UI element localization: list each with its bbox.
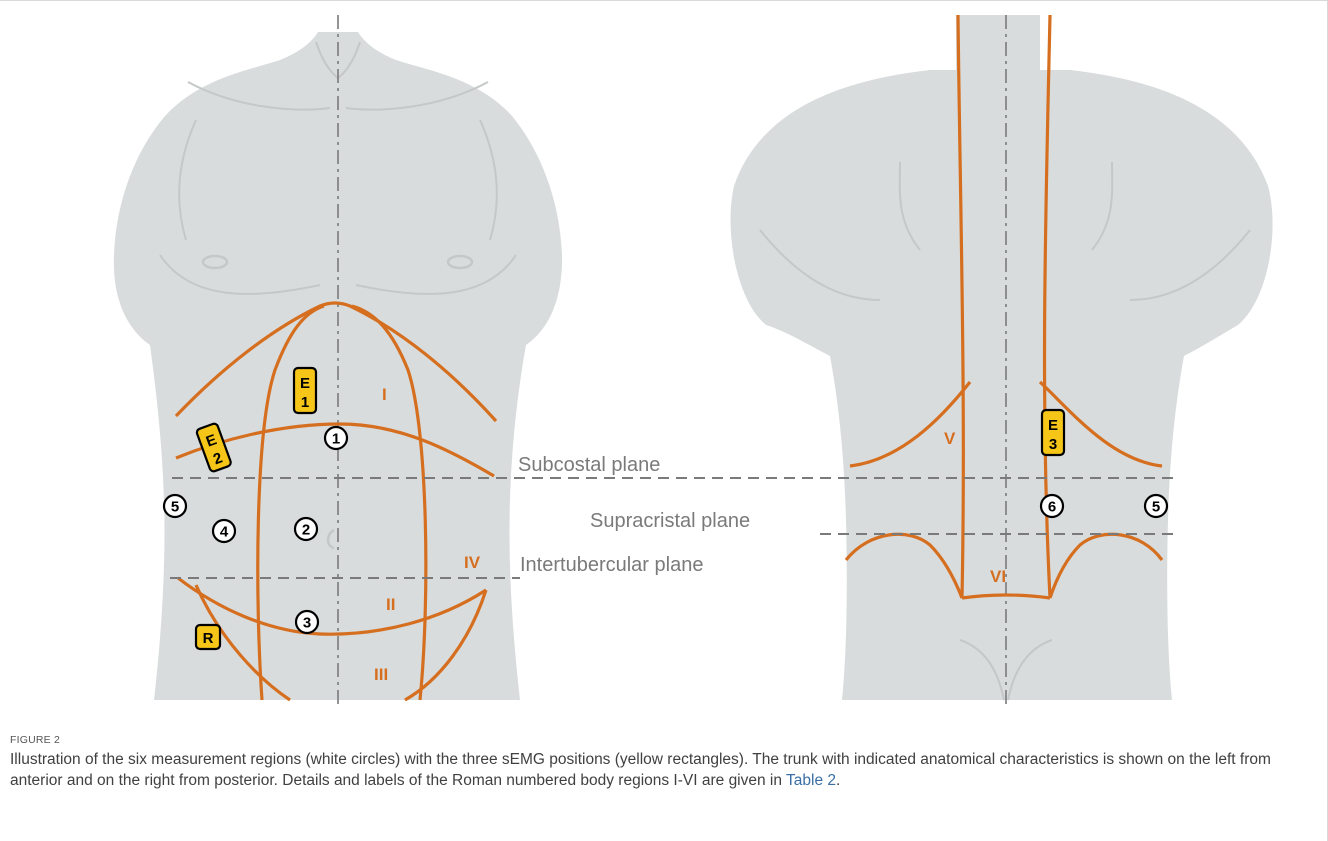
svg-text:3: 3 <box>303 615 311 632</box>
caption-text-end: . <box>836 772 840 789</box>
svg-text:1: 1 <box>332 431 340 448</box>
svg-text:E: E <box>300 375 310 392</box>
region-label-ii: II <box>386 595 395 614</box>
back-torso-silhouette <box>731 15 1273 700</box>
svg-text:5: 5 <box>1152 499 1160 516</box>
svg-text:4: 4 <box>220 524 229 541</box>
svg-text:6: 6 <box>1048 499 1056 516</box>
svg-text:R: R <box>203 630 214 647</box>
electrode-r: R <box>196 625 220 649</box>
region-label-vi: VI <box>990 567 1006 586</box>
svg-text:1: 1 <box>301 394 309 411</box>
measurement-point: 3 <box>296 611 318 633</box>
trunk-diagram: Subcostal plane Supracristal plane Inter… <box>0 0 1328 730</box>
measurement-point: 5 <box>164 495 186 517</box>
region-label-iv: IV <box>464 553 481 572</box>
subcostal-plane-label: Subcostal plane <box>518 454 660 476</box>
measurement-point: 4 <box>213 520 235 542</box>
svg-text:2: 2 <box>302 522 310 539</box>
measurement-point: 2 <box>295 518 317 540</box>
region-label-iii: III <box>374 665 388 684</box>
measurement-point: 6 <box>1041 495 1063 517</box>
measurement-point: 5 <box>1145 495 1167 517</box>
measurement-point: 1 <box>325 427 347 449</box>
supracristal-plane-label: Supracristal plane <box>590 510 750 532</box>
caption-text: Illustration of the six measurement regi… <box>10 749 1310 791</box>
figure-caption: FIGURE 2 Illustration of the six measure… <box>10 734 1310 791</box>
svg-text:3: 3 <box>1049 436 1057 453</box>
electrode-e3: E 3 <box>1042 410 1064 455</box>
electrode-e1: E 1 <box>294 368 316 413</box>
figure-label: FIGURE 2 <box>10 734 1310 746</box>
region-label-v: V <box>944 429 956 448</box>
caption-text-start: Illustration of the six measurement regi… <box>10 751 1271 789</box>
intertubercular-plane-label: Intertubercular plane <box>520 554 703 576</box>
svg-text:E: E <box>1048 417 1058 434</box>
table-2-link[interactable]: Table 2 <box>786 772 836 789</box>
svg-text:5: 5 <box>171 499 179 516</box>
region-label-i: I <box>382 385 387 404</box>
